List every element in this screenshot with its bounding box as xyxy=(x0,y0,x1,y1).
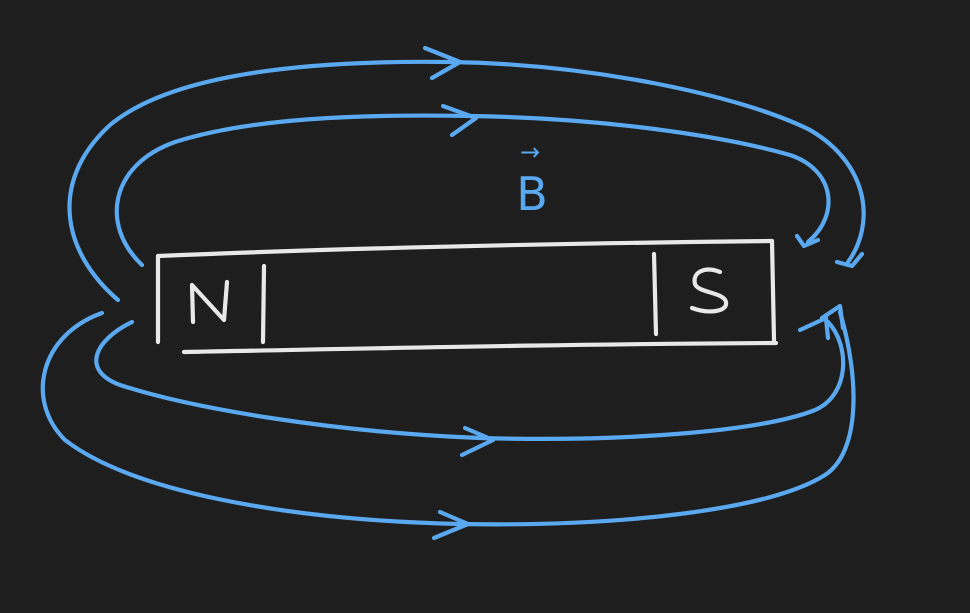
field-line-top-outer xyxy=(67,45,866,303)
field-line-top-outer-arrowhead xyxy=(422,45,463,81)
field-line-bottom-outer xyxy=(40,303,856,541)
field-line-bottom-inner xyxy=(94,315,846,458)
field-line-top-inner-endarrow xyxy=(794,233,821,249)
field-line-top-outer-endarrow xyxy=(834,251,865,269)
field-line-top-inner-arrowhead xyxy=(440,103,479,138)
field-line-bottom-inner-endarrow xyxy=(797,315,831,341)
bar-magnet-right-edge xyxy=(769,238,777,343)
field-line-top-outer-path xyxy=(67,59,866,303)
bar-magnet-bottom-edge xyxy=(181,340,779,355)
south-pole-divider xyxy=(651,251,659,337)
field-line-bottom-inner-path xyxy=(94,319,846,441)
north-pole-divider xyxy=(260,263,267,345)
north-pole-label: N xyxy=(209,317,210,319)
north-pole-glyph xyxy=(189,279,230,325)
field-line-top-inner xyxy=(114,103,831,268)
bar-magnet xyxy=(155,238,779,355)
field-vector-arrow: → xyxy=(520,138,540,166)
field-line-bottom-outer-endarrow xyxy=(819,303,846,331)
field-line-bottom-outer-path xyxy=(40,309,856,527)
bar-magnet-top-edge xyxy=(155,238,775,259)
south-pole-glyph xyxy=(689,267,729,314)
south-pole-label: S xyxy=(709,305,710,307)
field-symbol: → B xyxy=(516,138,548,221)
field-line-bottom-inner-arrowhead xyxy=(459,425,496,458)
field-symbol-label: B xyxy=(516,167,548,221)
field-line-bottom-outer-arrowhead xyxy=(431,509,471,541)
